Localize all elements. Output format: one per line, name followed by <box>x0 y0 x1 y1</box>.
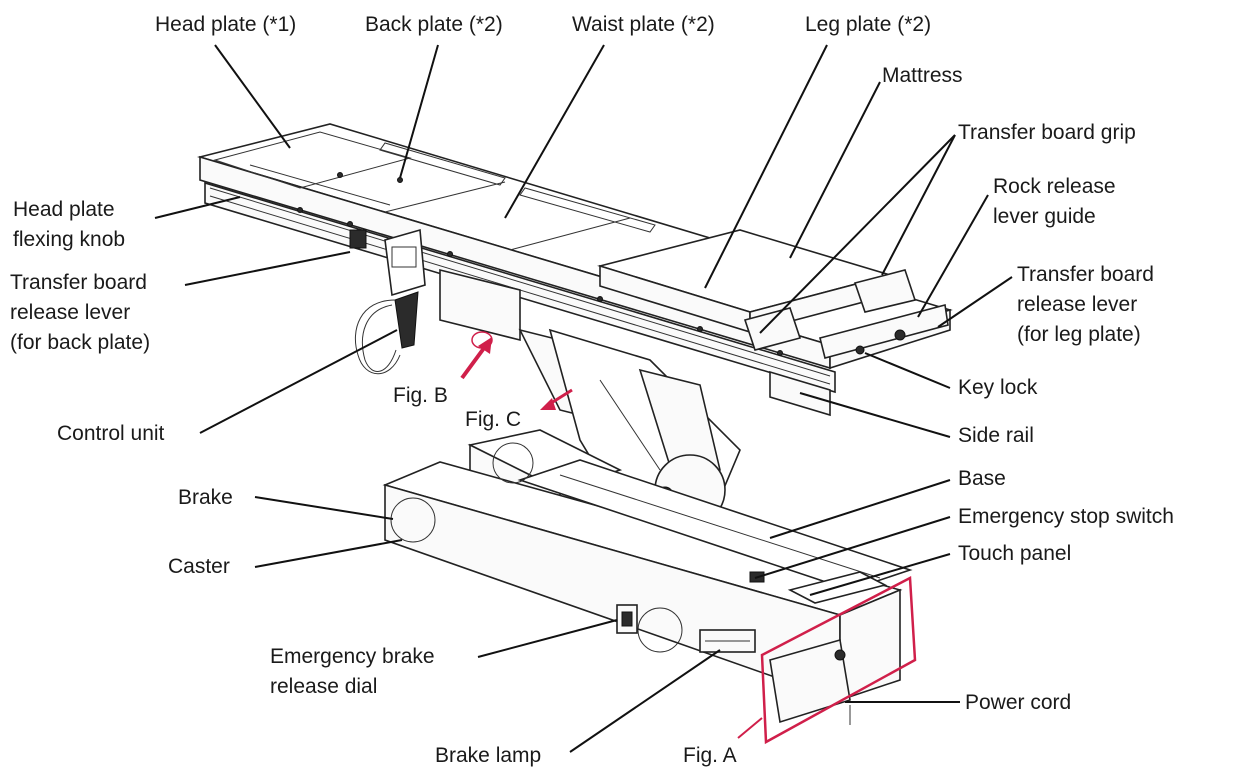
transfer-board-grip-label: Transfer board grip <box>958 121 1136 144</box>
leg-plate-label: Leg plate (*2) <box>805 13 932 36</box>
power-cord-label: Power cord <box>965 691 1072 714</box>
tbrl-leg-line-1: Transfer board <box>1017 263 1154 286</box>
brake-label: Brake <box>178 486 233 509</box>
emergency-stop-switch-label: Emergency stop switch <box>958 505 1174 528</box>
tbrl-leg-line-3: (for leg plate) <box>1017 323 1141 346</box>
control-unit <box>349 228 426 375</box>
hpfk-line-2: flexing knob <box>13 228 126 251</box>
fig-b-arrow <box>460 331 493 380</box>
hpfk-line-1: Head plate <box>13 198 115 221</box>
control-unit-label: Control unit <box>57 422 165 445</box>
tbrl-back-line-2: release lever <box>10 301 131 324</box>
transfer-board-release-lever-leg-label: Transfer board release lever (for leg pl… <box>1017 260 1154 350</box>
back-plate-label: Back plate (*2) <box>365 13 503 36</box>
emergency-brake-release-dial-label: Emergency brake release dial <box>270 642 435 702</box>
base <box>382 429 913 725</box>
head-plate-flexing-knob-label: Head plate flexing knob <box>13 195 125 255</box>
fig-a-label: Fig. A <box>683 744 737 767</box>
key-lock-label: Key lock <box>958 376 1038 399</box>
head-plate-label: Head plate (*1) <box>155 13 297 36</box>
waist-plate-label: Waist plate (*2) <box>572 13 715 36</box>
tbrl-back-line-3: (for back plate) <box>10 331 151 354</box>
base-label: Base <box>958 467 1006 490</box>
tbrl-back-line-1: Transfer board <box>10 271 147 294</box>
brake-lamp-label: Brake lamp <box>435 744 542 767</box>
mattress-label: Mattress <box>882 64 963 87</box>
leader-lines <box>154 44 1013 753</box>
touch-panel-label: Touch panel <box>958 542 1072 565</box>
caster-label: Caster <box>168 555 230 578</box>
side-rail-label: Side rail <box>958 424 1034 447</box>
fig-c-label: Fig. C <box>465 408 522 431</box>
fig-c-arrow <box>540 388 573 410</box>
transfer-board-release-lever-back-label: Transfer board release lever (for back p… <box>10 268 150 358</box>
fig-a-highlight <box>737 576 917 745</box>
tbrl-leg-line-2: release lever <box>1017 293 1138 316</box>
rock-release-line-1: Rock release <box>993 175 1116 198</box>
fig-b-label: Fig. B <box>393 384 448 407</box>
rock-release-lever-guide-label: Rock release lever guide <box>993 172 1116 232</box>
rock-release-line-2: lever guide <box>993 205 1096 228</box>
ebrd-line-1: Emergency brake <box>270 645 435 668</box>
ebrd-line-2: release dial <box>270 675 378 698</box>
